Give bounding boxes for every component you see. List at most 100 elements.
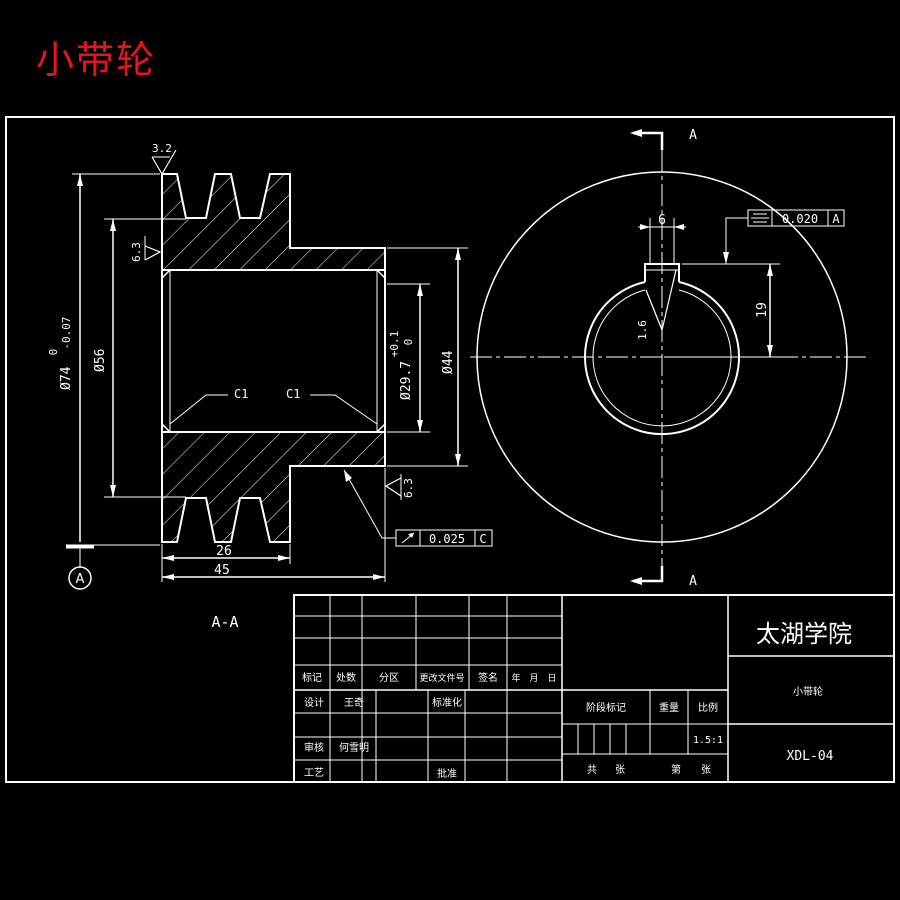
roughness-top-label: 3.2 — [152, 142, 172, 155]
section-view: A Ø74 0 -0.07 Ø56 Ø29.7 +0.1 0 Ø44 — [47, 142, 493, 631]
arrow-runout — [344, 470, 352, 482]
tb-drawing-no: XDL-04 — [787, 749, 834, 764]
title-block-frame — [293, 594, 895, 783]
page-title: 小带轮 — [36, 38, 157, 82]
outer-rim — [476, 171, 848, 543]
arrow-key-right — [674, 224, 684, 230]
title-block: 标记 处数 分区 更改文件号 签名 年 月 日 设计 王奇 标准化 审核 何雪明… — [293, 594, 895, 783]
roughness-symbol-top — [151, 149, 177, 176]
arrow-tw-left — [162, 574, 174, 580]
chamfer-left-bottom — [161, 423, 171, 433]
leader-chamfer-right — [310, 394, 378, 425]
runout-value: 0.025 — [429, 532, 465, 546]
end-view: A A 6 0.020 A 19 1.6 — [470, 128, 870, 589]
tb-h-month: 月 — [529, 673, 538, 684]
datum-a-letter: A — [76, 572, 85, 587]
tb-part-name: 小带轮 — [793, 685, 823, 698]
arrow-bore-top — [417, 284, 423, 296]
cut-arrow-bottom — [633, 566, 664, 583]
arrow-hub-top — [455, 248, 461, 260]
bore-cavity — [161, 269, 386, 433]
dim-total-width-label: 45 — [214, 563, 230, 578]
dim-od-tol-lower: -0.07 — [60, 316, 73, 349]
tb-l-weight: 重量 — [659, 701, 679, 714]
cut-label-top: A — [689, 128, 697, 143]
arrow-tw-right — [373, 574, 385, 580]
arrow-bore-bottom — [417, 420, 423, 432]
roughness-symbol-left — [144, 245, 162, 261]
runout-icon-head — [408, 533, 414, 538]
tb-l-no: 第 — [671, 763, 681, 776]
tb-l-review: 审核 — [304, 741, 324, 754]
roughness-right-label: 6.3 — [402, 478, 415, 498]
arrow-hub-bottom — [455, 454, 461, 466]
arrow-key-depth-top — [767, 264, 773, 276]
tb-l-stage: 阶段标记 — [586, 701, 626, 714]
dim-groove-width-label: 26 — [216, 544, 232, 559]
roughness-keyway-label: 1.6 — [636, 320, 649, 340]
arrow-gw-left — [162, 555, 174, 561]
section-label: A-A — [211, 613, 238, 631]
tb-l-design: 设计 — [304, 696, 324, 709]
arrow-gw-right — [278, 555, 290, 561]
dim-bore-tol-upper: +0.1 — [388, 331, 401, 358]
arrow-groove-bottom — [110, 485, 116, 497]
datum-a-circle — [68, 566, 92, 590]
tb-h-year: 年 — [511, 672, 520, 684]
arrow-symmetry — [723, 252, 729, 264]
chamfer-right-label: C1 — [286, 387, 300, 401]
arrow-key-left — [640, 224, 650, 230]
tb-school: 太湖学院 — [756, 620, 852, 648]
cut-label-bottom: A — [689, 574, 697, 589]
leader-symmetry — [725, 217, 748, 264]
tb-h-doc: 更改文件号 — [419, 672, 464, 684]
tb-h-mark: 标记 — [302, 672, 322, 684]
bore-outer — [584, 281, 740, 436]
tb-scale-value: 1.5:1 — [693, 735, 723, 746]
tb-l-total: 共 — [587, 764, 597, 776]
chamfer-left-label: C1 — [234, 387, 248, 401]
bore-inner — [592, 289, 732, 427]
leader-runout — [343, 469, 396, 539]
runout-frame — [395, 529, 493, 547]
chamfer-left-top — [161, 269, 171, 279]
dim-od-tol-upper: 0 — [47, 349, 60, 356]
tb-h-sign: 签名 — [478, 671, 498, 684]
dim-keyway-depth-label: 19 — [755, 302, 770, 318]
leader-chamfer-left — [169, 394, 228, 425]
tb-l-standard: 标准化 — [432, 696, 462, 709]
dim-bore-label: Ø29.7 — [399, 361, 414, 400]
tb-h-day: 日 — [547, 673, 556, 684]
tb-l-scale: 比例 — [698, 701, 718, 714]
dim-od-label: Ø74 — [59, 366, 74, 390]
runout-datum: C — [479, 532, 486, 546]
tb-l-approve: 批准 — [437, 767, 457, 780]
arrow-groove-top — [110, 219, 116, 231]
cut-arrow-top — [633, 131, 664, 150]
roughness-symbol-right — [384, 477, 402, 497]
roughness-left-label: 6.3 — [130, 242, 143, 262]
tb-h-zone: 分区 — [379, 672, 399, 684]
dim-keyway-width-label: 6 — [658, 213, 666, 228]
tb-l-process: 工艺 — [304, 767, 324, 779]
tb-reviewer: 何雪明 — [339, 741, 369, 754]
dim-hub-label: Ø44 — [441, 350, 456, 374]
chamfer-right-top — [376, 269, 386, 279]
tb-l-sheet1: 张 — [615, 764, 625, 776]
cut-arrow-top-head — [630, 129, 642, 137]
arrow-key-depth-bottom — [767, 345, 773, 357]
symmetry-datum: A — [832, 212, 840, 226]
tb-l-sheet2: 张 — [701, 764, 711, 776]
arrow-od-top — [77, 174, 83, 186]
chamfer-right-bottom — [376, 423, 386, 433]
roughness-keyway-bar — [645, 289, 659, 321]
pulley-section-bottom — [161, 431, 386, 543]
cut-arrow-bottom-head — [630, 577, 642, 585]
tb-designer: 王奇 — [344, 696, 364, 709]
keyway — [644, 263, 680, 282]
pulley-section-top — [161, 173, 386, 271]
symmetry-value: 0.020 — [782, 212, 818, 226]
tb-h-count: 处数 — [336, 671, 356, 684]
dim-bore-tol-lower: 0 — [402, 339, 415, 346]
